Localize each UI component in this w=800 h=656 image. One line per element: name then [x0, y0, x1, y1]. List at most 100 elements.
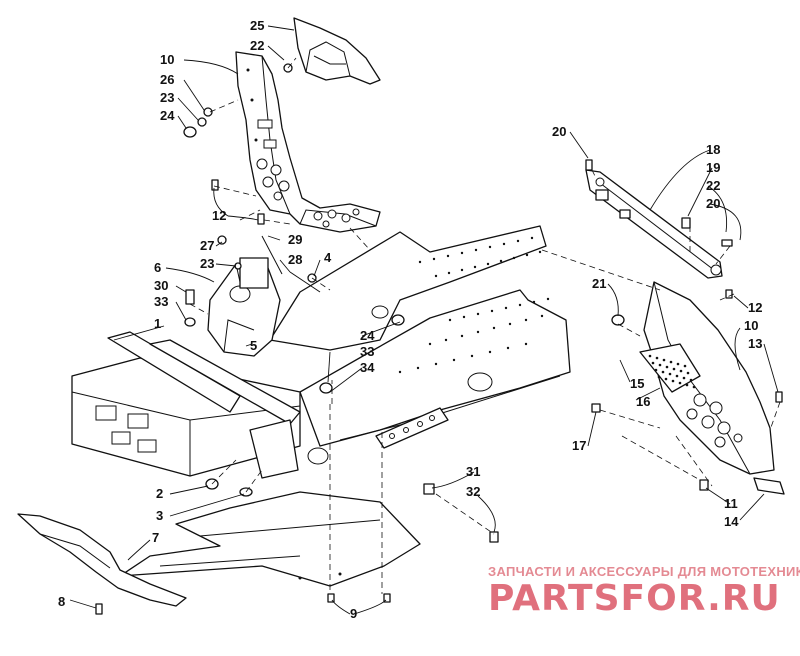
callout-14: 14 [724, 514, 739, 529]
rivet-dot [525, 253, 529, 257]
upper-bracket-part [293, 17, 381, 85]
mesh-dot [657, 375, 661, 379]
callout-30: 30 [154, 278, 168, 293]
mesh-dot [682, 376, 686, 380]
mesh-dot [671, 379, 675, 383]
rivet-dot [518, 303, 522, 307]
front-bumper-part [17, 513, 187, 607]
callout-24: 24 [360, 328, 375, 343]
callout-29: 29 [288, 232, 302, 247]
callout-23: 23 [160, 90, 174, 105]
callout-27: 27 [200, 238, 214, 253]
mesh-dot [678, 381, 682, 385]
callout-26: 26 [160, 72, 174, 87]
callout-2: 2 [156, 486, 163, 501]
rivet-dot [504, 306, 508, 310]
callout-9: 9 [350, 606, 357, 621]
mesh-dot [685, 383, 689, 387]
watermark: ЗАПЧАСТИ И АКСЕССУАРЫ ДЛЯ МОТОТЕХНИКИ PA… [488, 564, 800, 619]
callout-11: 11 [724, 496, 738, 511]
rivet-dot [434, 362, 438, 366]
rivet-dot [476, 330, 480, 334]
callout-25: 25 [250, 18, 264, 33]
rivet-dot [512, 256, 516, 260]
hardware-parts [95, 63, 783, 615]
callout-12: 12 [748, 300, 762, 315]
steering-mount-part [207, 257, 281, 357]
steering-arm-part [585, 169, 723, 279]
callout-8: 8 [58, 594, 65, 609]
rivet-dot [428, 342, 432, 346]
callout-1: 1 [154, 316, 161, 331]
rivet-dot [488, 350, 492, 354]
mesh-dot [668, 372, 672, 376]
rivet-dot [434, 274, 438, 278]
rivet-dot [473, 265, 477, 269]
mesh-dot [689, 378, 693, 382]
mesh-dot [669, 360, 673, 364]
rivet-dot [524, 342, 528, 346]
mesh-dot [664, 377, 668, 381]
rivet-dot [538, 250, 542, 254]
rivet-dot [508, 322, 512, 326]
callout-18: 18 [706, 142, 720, 157]
mesh-dot [676, 362, 680, 366]
front-bulkhead-part [71, 331, 329, 479]
rivet-dot [530, 236, 534, 240]
mesh-dot [675, 374, 679, 378]
mesh-dot [683, 364, 687, 368]
mesh-dot [662, 358, 666, 362]
mesh-dot [651, 361, 655, 365]
callout-23: 23 [200, 256, 214, 271]
rivet-dot [476, 312, 480, 316]
rivet-dot [546, 297, 550, 301]
watermark-logo: PARTSFOR.RU [488, 578, 781, 619]
callout-6: 6 [154, 260, 161, 275]
callout-32: 32 [466, 484, 480, 499]
rivet-dot [532, 300, 536, 304]
rivet-dot [492, 326, 496, 330]
rivet-dot [460, 334, 464, 338]
callout-34: 34 [360, 360, 375, 375]
mesh-dot [679, 369, 683, 373]
callout-17: 17 [572, 438, 586, 453]
main-chassis-part [269, 225, 571, 449]
callout-20: 20 [552, 124, 566, 139]
rivet-dot [462, 315, 466, 319]
callout-12: 12 [212, 208, 226, 223]
rivet-dot [432, 257, 436, 261]
skid-plate-part [119, 491, 421, 587]
mesh-dot [648, 354, 652, 358]
rivet-dot [470, 354, 474, 358]
callout-31: 31 [466, 464, 480, 479]
rivet-dot [499, 259, 503, 263]
callout-3: 3 [156, 508, 163, 523]
rivet-pattern [398, 236, 550, 374]
rivet-dot [452, 358, 456, 362]
callout-5: 5 [250, 338, 257, 353]
rivet-dot [446, 254, 450, 258]
callout-labels: 25 22 10 26 23 24 12 27 29 23 28 4 6 30 … [58, 18, 762, 621]
rivet-dot [488, 245, 492, 249]
rivet-dot [460, 251, 464, 255]
mesh-dot [658, 363, 662, 367]
callout-20: 20 [706, 196, 720, 211]
rivet-dot [418, 260, 422, 264]
rivet-dot [448, 318, 452, 322]
alignment-lines [189, 57, 781, 594]
callout-24: 24 [160, 108, 175, 123]
rivet-dot [540, 314, 544, 318]
rivet-dot [416, 366, 420, 370]
rivet-dot [444, 338, 448, 342]
mesh-dot [665, 365, 669, 369]
mesh-dot [661, 370, 665, 374]
callout-28: 28 [288, 252, 302, 267]
mesh-grille [648, 354, 696, 389]
callout-33: 33 [360, 344, 374, 359]
callout-22: 22 [706, 178, 720, 193]
rivet-dot [398, 370, 402, 374]
mesh-dot [672, 367, 676, 371]
callout-7: 7 [152, 530, 159, 545]
